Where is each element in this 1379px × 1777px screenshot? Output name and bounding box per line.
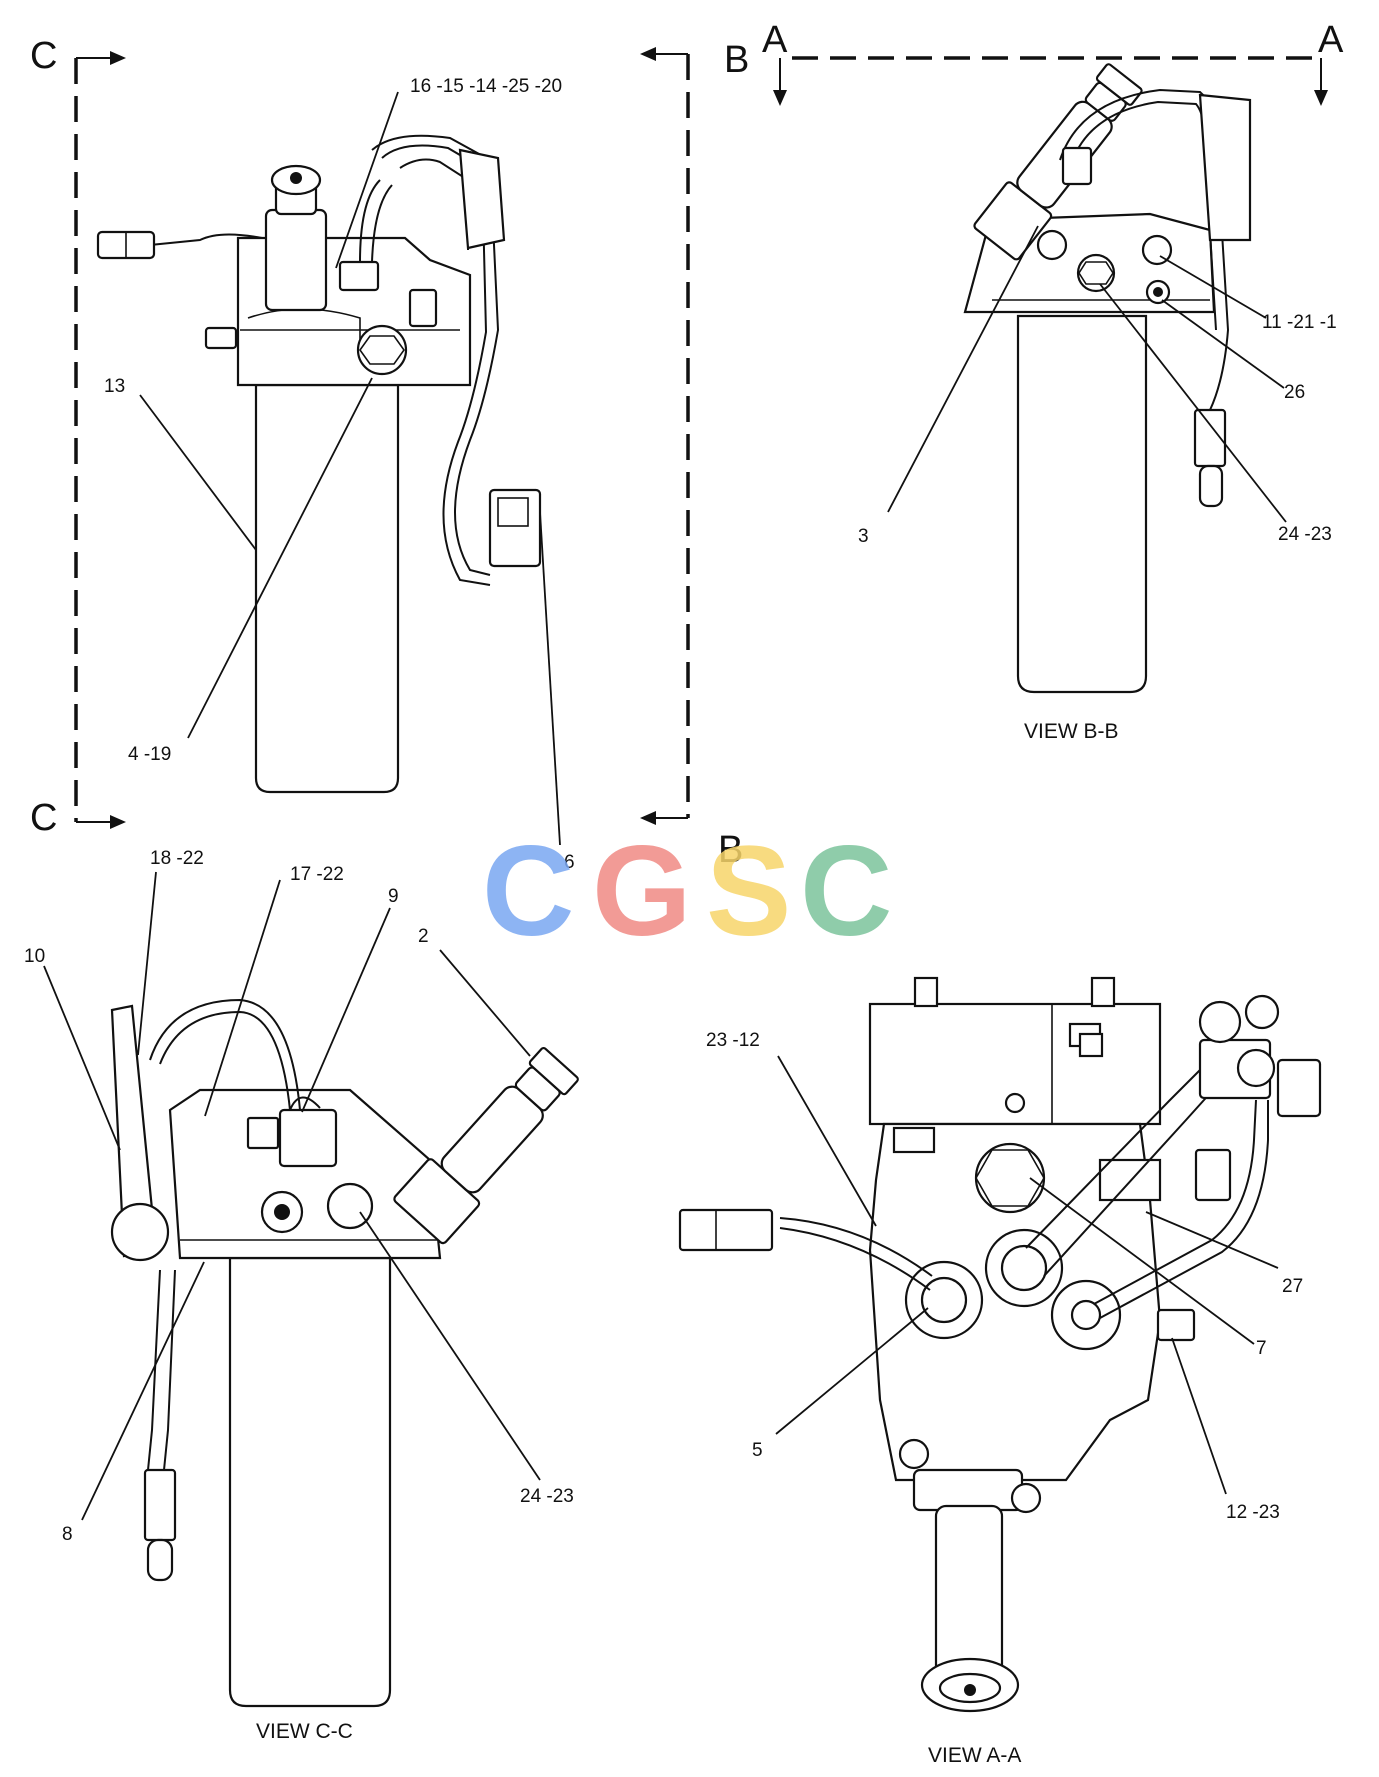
section-a-left: A [762,19,788,61]
leader-17 [204,879,281,1117]
callout-2: 2 [418,926,429,947]
leader-11 [1159,255,1267,319]
callout-5: 5 [752,1440,763,1461]
section-lines [74,47,1328,829]
callout-12-23: 12 -23 [1226,1502,1280,1523]
callout-27: 27 [1282,1276,1303,1297]
callout-18-22: 18 -22 [150,848,204,869]
leader-10 [43,965,121,1151]
callout-24-23-c: 24 -23 [520,1486,574,1507]
caption-view-a: VIEW A-A [928,1744,1021,1767]
leader-16 [335,91,399,269]
callout-4-19: 4 -19 [128,744,171,765]
callout-10: 10 [24,946,45,967]
view-a-drawing [678,976,1322,1713]
section-a-right: A [1318,19,1344,61]
section-b-bottom: B [718,829,743,871]
callout-7: 7 [1256,1338,1267,1359]
main-view-drawing [96,134,542,794]
leader-7 [1029,1177,1255,1345]
callout-17-22: 17 -22 [290,864,344,885]
leader-5 [775,1307,929,1435]
watermark-letter-c1: C [482,820,574,963]
callout-8: 8 [62,1524,73,1545]
caption-view-b: VIEW B-B [1024,720,1119,743]
section-b-top: B [724,39,749,81]
leader-13 [139,394,257,551]
watermark-logo: C G S C [482,820,892,963]
leader-24-c [359,1211,541,1481]
leader-26 [1161,299,1285,389]
watermark-letter-g: G [592,820,692,963]
caption-view-c: VIEW C-C [256,1720,353,1743]
leader-4 [187,377,373,739]
callout-16-15-14-25-20: 16 -15 -14 -25 -20 [410,76,562,97]
section-c-top: C [30,35,57,77]
leader-9 [301,907,391,1113]
leader-27 [1145,1211,1279,1269]
leader-6 [539,511,561,846]
callout-6: 6 [564,852,575,873]
watermark-letter-c2: C [800,820,892,963]
view-b-drawing [963,63,1252,694]
callout-3: 3 [858,526,869,547]
leader-12 [1171,1337,1227,1495]
section-c-bottom: C [30,797,57,839]
callout-26: 26 [1284,382,1305,403]
leader-2 [439,949,531,1057]
leader-8 [81,1261,205,1521]
callout-13: 13 [104,376,125,397]
callout-9: 9 [388,886,399,907]
leader-3 [887,225,1039,513]
callout-11-21-1: 11 -21 -1 [1262,312,1337,333]
leader-18 [137,871,157,1056]
leader-24-b [1099,283,1287,523]
watermark-letter-s: S [706,820,791,963]
callout-23-12: 23 -12 [706,1030,760,1051]
callout-24-23-b: 24 -23 [1278,524,1332,545]
leader-23-a [777,1055,877,1227]
view-c-drawing [110,998,579,1708]
